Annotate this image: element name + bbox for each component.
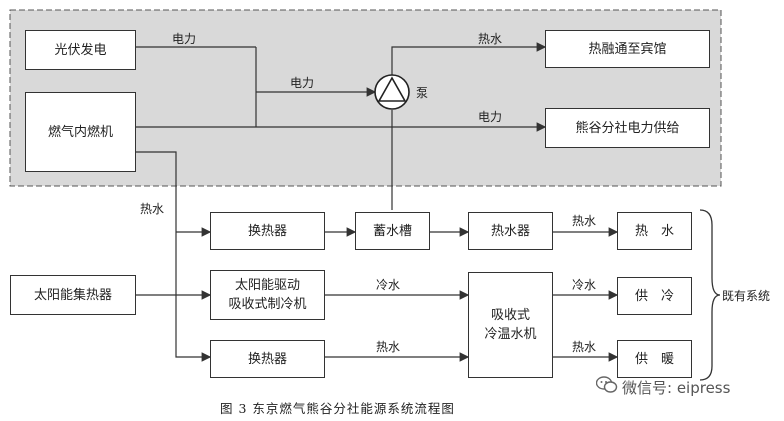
watermark: 微信号: eipress bbox=[595, 376, 731, 398]
solar-chiller-box: 太阳能驱动 吸收式制冷机 bbox=[210, 270, 325, 320]
flow-label-hot-water-heater: 热水 bbox=[572, 214, 597, 228]
pump-label: 泵 bbox=[416, 86, 429, 100]
watermark-text: 微信号: eipress bbox=[622, 378, 731, 397]
figure-caption: 图 3 东京燃气熊谷分社能源系统流程图 bbox=[220, 401, 455, 416]
heat-exchanger-top-box: 换热器 bbox=[210, 212, 325, 250]
hot-water-output-box: 热 水 bbox=[617, 212, 692, 250]
flow-label-power-pv: 电力 bbox=[172, 32, 197, 46]
flow-label-hot-water-bottom: 热水 bbox=[376, 340, 401, 354]
existing-system-brace bbox=[699, 209, 721, 381]
solar-collector-box: 太阳能集热器 bbox=[10, 275, 136, 315]
pv-box: 光伏发电 bbox=[25, 30, 136, 70]
flow-label-cold-water-chiller: 冷水 bbox=[376, 278, 401, 292]
hotel-box: 热融通至宾馆 bbox=[545, 30, 710, 68]
flow-label-power-pump: 电力 bbox=[290, 76, 315, 90]
flow-label-hot-water-heating: 热水 bbox=[572, 340, 597, 354]
heat-exchanger-bottom-box: 换热器 bbox=[210, 340, 325, 378]
existing-system-label: 既有系统 bbox=[722, 289, 771, 303]
gas-engine-box: 燃气内燃机 bbox=[25, 92, 136, 172]
cooling-output-box: 供 冷 bbox=[617, 277, 692, 315]
wechat-icon bbox=[595, 376, 618, 398]
flow-label-hot-water-hotel: 热水 bbox=[478, 32, 503, 46]
flow-label-hot-water-engine: 热水 bbox=[140, 202, 165, 216]
heating-output-box: 供 暖 bbox=[617, 340, 692, 378]
power-supply-box: 熊谷分社电力供给 bbox=[545, 108, 710, 148]
water-heater-box: 热水器 bbox=[468, 212, 553, 250]
flow-label-cold-water-out: 冷水 bbox=[572, 278, 597, 292]
storage-tank-box: 蓄水槽 bbox=[355, 212, 430, 250]
flow-label-power-supply: 电力 bbox=[478, 110, 503, 124]
absorption-chiller-box: 吸收式 冷温水机 bbox=[468, 272, 553, 378]
pump-symbol bbox=[374, 74, 410, 110]
